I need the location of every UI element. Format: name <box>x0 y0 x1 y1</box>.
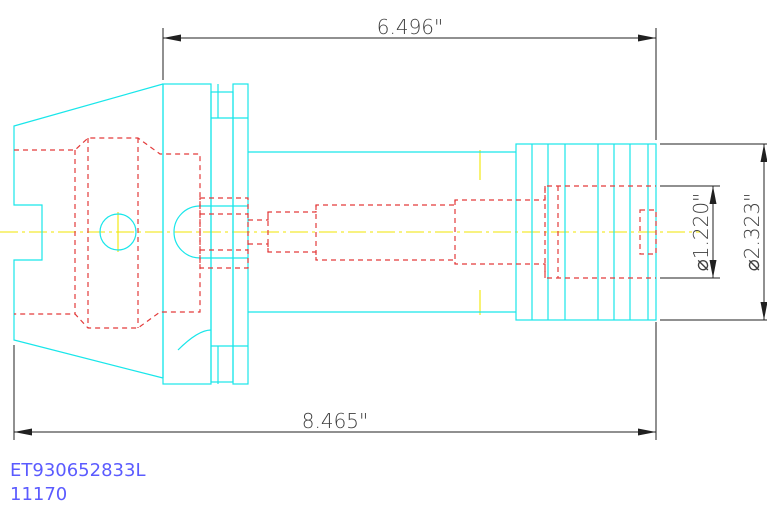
dimension-gauge-length: 6.496" <box>162 15 657 140</box>
dimension-outer-diameter: ⌀2.323" <box>660 143 767 321</box>
hidden-lines <box>14 137 657 329</box>
nose-section <box>515 143 657 321</box>
bore-diameter-label: ⌀1.220" <box>689 193 713 272</box>
item-code: 11170 <box>10 484 67 505</box>
part-number: ET930652833L <box>10 460 145 481</box>
dimension-bore-diameter: ⌀1.220" <box>660 185 720 279</box>
gauge-length-label: 6.496" <box>377 15 443 39</box>
extension-body <box>248 151 516 313</box>
flange <box>162 83 249 385</box>
outer-diameter-label: ⌀2.323" <box>740 193 764 272</box>
dimension-overall-length: 8.465" <box>13 322 657 440</box>
overall-length-label: 8.465" <box>302 409 368 433</box>
